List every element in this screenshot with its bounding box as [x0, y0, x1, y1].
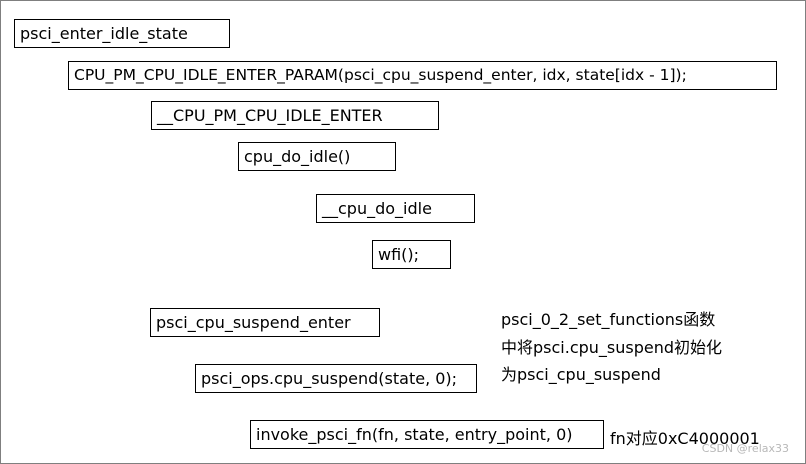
psci-cpu-suspend-enter-label: psci_cpu_suspend_enter — [156, 312, 351, 332]
wfi-label: wfi(); — [378, 244, 420, 264]
__cpu-do-idle-box: __cpu_do_idle — [316, 194, 475, 223]
init-note-line2: 中将psci.cpu_suspend初始化 — [501, 338, 723, 357]
cpu-pm-cpu-idle-enter-param-box: CPU_PM_CPU_IDLE_ENTER_PARAM(psci_cpu_sus… — [68, 61, 777, 90]
cpu-do-idle-label: cpu_do_idle() — [244, 146, 351, 166]
cpu-pm-cpu-idle-enter-param-label: CPU_PM_CPU_IDLE_ENTER_PARAM(psci_cpu_sus… — [74, 65, 687, 84]
init-note-line3: 为psci_cpu_suspend — [501, 365, 661, 384]
wfi-box: wfi(); — [372, 240, 451, 269]
__cpu-do-idle-label: __cpu_do_idle — [322, 198, 432, 218]
cpu-do-idle-box: cpu_do_idle() — [238, 142, 396, 171]
psci-cpu-suspend-enter-box: psci_cpu_suspend_enter — [150, 308, 380, 337]
invoke-psci-fn-label: invoke_psci_fn(fn, state, entry_point, 0… — [256, 424, 573, 444]
psci-ops-cpu-suspend-box: psci_ops.cpu_suspend(state, 0); — [195, 364, 477, 393]
watermark-text: CSDN @relax33 — [701, 442, 789, 455]
psci-enter-idle-state-label: psci_enter_idle_state — [20, 23, 188, 43]
cpu-pm-cpu-idle-enter-label: __CPU_PM_CPU_IDLE_ENTER — [157, 105, 383, 125]
psci-ops-cpu-suspend-label: psci_ops.cpu_suspend(state, 0); — [201, 368, 458, 388]
invoke-psci-fn-box: invoke_psci_fn(fn, state, entry_point, 0… — [250, 420, 604, 449]
init-note-line1: psci_0_2_set_functions函数 — [501, 310, 716, 329]
fn-value-note: fn对应0xC4000001 — [610, 429, 760, 448]
psci-enter-idle-state-box: psci_enter_idle_state — [14, 19, 230, 48]
cpu-pm-cpu-idle-enter-box: __CPU_PM_CPU_IDLE_ENTER — [151, 101, 439, 130]
